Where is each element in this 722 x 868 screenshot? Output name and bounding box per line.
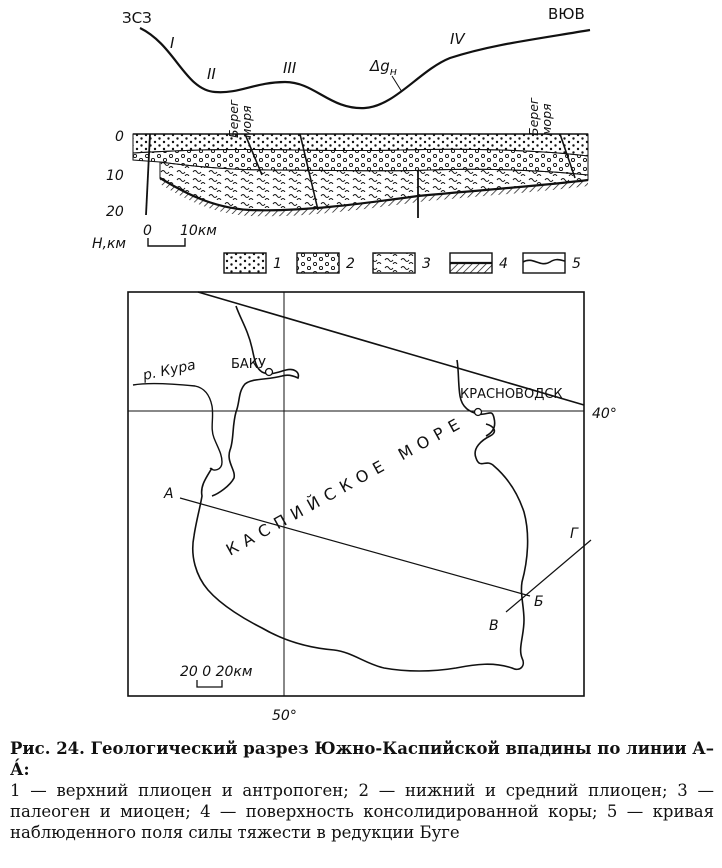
roman-label-4: IV [450, 30, 466, 48]
legend-number-1: 1 [273, 256, 282, 272]
scale-zero-label: 0 [143, 223, 152, 239]
legend: 1 2 3 4 5 [223, 252, 581, 274]
roman-label-3: III [283, 59, 297, 77]
shore-label-east-top: Берег [526, 97, 541, 136]
krasnovodsk-marker [473, 407, 483, 417]
legend-swatch-1 [223, 252, 267, 274]
direction-right-label: ВЮВ [548, 5, 585, 23]
depth-tick-0: 0 [115, 129, 124, 145]
legend-number-3: 3 [422, 256, 431, 272]
map-scale-bar [196, 680, 223, 688]
fault-3 [299, 133, 319, 211]
caption-body: 1 — верхний плиоцен и антропоген; 2 — ни… [10, 781, 714, 842]
roman-label-2: II [207, 65, 216, 83]
baku-label: БАКУ [231, 357, 266, 372]
border-line [197, 291, 585, 406]
legend-swatch-5-curve [522, 258, 566, 265]
fault-5 [559, 133, 576, 179]
figure-caption: Рис. 24. Геологический разрез Южно-Каспи… [10, 738, 714, 843]
caption-title: Рис. 24. Геологический разрез Южно-Каспи… [10, 739, 714, 779]
river-kura [132, 382, 223, 471]
coastline-south-basin [192, 423, 529, 672]
gravity-label: Δgн [369, 57, 397, 78]
crust-surface-line [159, 177, 589, 212]
longitude-label: 50° [272, 708, 297, 724]
legend-number-4: 4 [499, 256, 508, 272]
profile-line-a-b [179, 497, 531, 597]
river-kura-label: р. Кура [141, 357, 198, 384]
roman-label-1: I [170, 34, 175, 52]
legend-swatch-3 [372, 252, 416, 274]
shore-label-west-bottom: моря [239, 105, 254, 138]
location-map: р. Кура БАКУ КРАСНОВОДСК КАСПИЙСКОЕ МОРЕ… [127, 291, 617, 724]
legend-number-5: 5 [572, 256, 581, 272]
geological-figure: ЗСЗ ВЮВ I II III IV Δgн Берег моря Берег… [92, 5, 617, 724]
map-frame [127, 291, 585, 697]
baku-marker [264, 367, 274, 377]
geological-section: ЗСЗ ВЮВ I II III IV Δgн Берег моря Берег… [92, 5, 591, 252]
krasnovodsk-label: КРАСНОВОДСК [460, 387, 563, 402]
coastline-north-west [211, 305, 300, 497]
gravity-leader-line [391, 75, 403, 93]
depth-tick-20: 20 [106, 204, 124, 220]
direction-left-label: ЗСЗ [122, 9, 152, 27]
fault-1 [145, 133, 151, 216]
profile-label-b: Б [534, 594, 544, 610]
profile-label-g: Г [570, 526, 579, 542]
shore-label-east-bottom: моря [539, 103, 554, 136]
latitude-label: 40° [592, 406, 617, 422]
depth-tick-10: 10 [106, 168, 124, 184]
legend-swatch-2 [296, 252, 340, 274]
sea-label: КАСПИЙСКОЕ МОРЕ [223, 412, 469, 560]
depth-unit-label: H,км [92, 236, 126, 252]
profile-label-v: В [489, 618, 499, 634]
legend-number-2: 2 [346, 256, 355, 272]
fault-2 [244, 133, 263, 176]
gravity-anomaly-curve [139, 27, 591, 110]
profile-label-a: А [163, 486, 174, 502]
scale-ten-label: 10км [180, 223, 217, 239]
section-scale-bar [147, 238, 186, 247]
shore-label-west-top: Берег [226, 99, 241, 138]
map-scale-label: 20 0 20км [180, 664, 253, 680]
legend-swatch-4-hatch [450, 263, 492, 273]
profile-line-v-g [505, 539, 592, 613]
